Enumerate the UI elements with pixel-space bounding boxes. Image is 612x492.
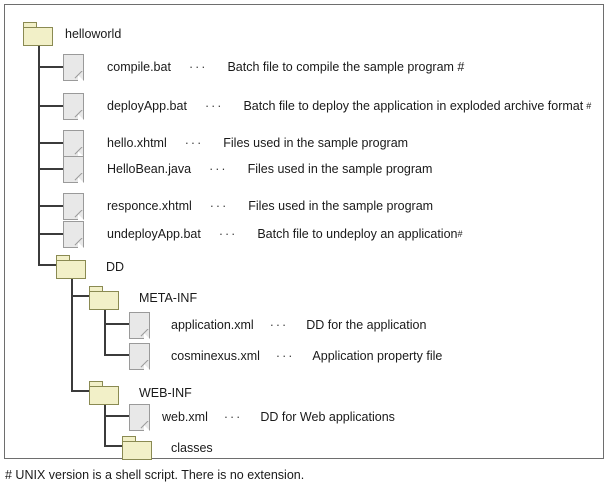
trunk-meta-inf [104,304,106,356]
node-separator: ··· [209,162,228,176]
file-icon [63,129,85,158]
elbow-compile-bat [38,66,63,68]
elbow-web-inf-folder [71,390,89,392]
diagram-frame: helloworld compile.bat ··· Batch file to… [4,4,604,460]
trunk-dd [71,273,73,391]
file-icon [63,155,85,184]
file-icon [63,92,85,121]
node-separator: ··· [269,318,289,332]
elbow-meta-inf-folder [71,295,89,297]
elbow-hellobean-java [38,168,63,170]
file-icon [63,220,85,249]
file-icon [129,311,151,340]
elbow-web-xml [104,415,129,417]
node-separator: ··· [209,199,229,213]
tree-node-deployapp-bat[interactable]: deployApp.bat ··· Batch file to deploy t… [63,91,591,121]
tree-node-web-inf[interactable]: WEB-INF [89,378,192,408]
node-description: Files used in the sample program [247,162,433,176]
node-label: WEB-INF [139,386,192,400]
node-label: HelloBean.java [107,162,192,176]
trunk-web-inf [104,399,106,447]
node-description: Application property file [312,349,443,363]
folder-icon [122,436,152,460]
file-icon [129,342,151,371]
footnote-marker: # [586,101,592,111]
file-icon [129,403,151,432]
node-description: Files used in the sample program [223,136,409,150]
elbow-dd-folder [38,264,56,266]
tree-node-dd[interactable]: DD [56,252,124,282]
tree-node-classes[interactable]: classes [122,433,213,463]
footnote-marker: # [457,229,463,239]
elbow-cosminexus-xml [104,354,129,356]
elbow-undeployapp-bat [38,233,63,235]
node-label: responce.xhtml [107,199,192,213]
folder-icon [89,286,119,310]
elbow-responce-xhtml [38,205,63,207]
elbow-classes-folder [104,445,122,447]
node-label: META-INF [139,291,198,305]
node-separator: ··· [275,349,295,363]
tree-node-undeployapp-bat[interactable]: undeployApp.bat ··· Batch file to undepl… [63,219,463,249]
footnote-text: # UNIX version is a shell script. There … [5,468,305,482]
elbow-hello-xhtml [38,142,63,144]
node-description: Batch file to deploy the application in … [243,99,584,113]
tree-node-hellobean-java[interactable]: HelloBean.java ··· Files used in the sam… [63,154,432,184]
node-separator: ··· [184,136,204,150]
node-description: DD for Web applications [260,410,395,424]
folder-icon [89,381,119,405]
node-separator: ··· [223,410,243,424]
node-description: DD for the application [306,318,427,332]
tree-node-hello-xhtml[interactable]: hello.xhtml ··· Files used in the sample… [63,128,408,158]
node-label: classes [171,441,213,455]
node-label: undeployApp.bat [107,227,201,241]
trunk-root [38,43,40,265]
tree-node-application-xml[interactable]: application.xml ··· DD for the applicati… [129,310,426,340]
tree-node-helloworld[interactable]: helloworld [23,19,121,49]
node-description: Files used in the sample program [248,199,434,213]
file-icon [63,53,85,82]
elbow-application-xml [104,323,129,325]
file-icon [63,192,85,221]
node-label: deployApp.bat [107,99,187,113]
node-label: cosminexus.xml [171,349,260,363]
tree-node-responce-xhtml[interactable]: responce.xhtml ··· Files used in the sam… [63,191,433,221]
node-label: helloworld [65,27,122,41]
node-separator: ··· [218,227,238,241]
node-separator: ··· [188,60,208,74]
tree-node-cosminexus-xml[interactable]: cosminexus.xml ··· Application property … [129,341,442,371]
node-label: hello.xhtml [107,136,167,150]
node-description: Batch file to undeploy an application [257,227,458,241]
tree-node-compile-bat[interactable]: compile.bat ··· Batch file to compile th… [63,52,464,82]
elbow-deployapp-bat [38,105,63,107]
folder-icon [56,255,86,279]
node-label: web.xml [162,410,208,424]
tree-node-meta-inf[interactable]: META-INF [89,283,197,313]
tree-node-web-xml[interactable]: web.xml ··· DD for Web applications [129,402,395,432]
node-separator: ··· [204,99,224,113]
directory-tree: helloworld compile.bat ··· Batch file to… [5,5,603,460]
node-description: Batch file to compile the sample program… [227,60,465,74]
node-label: application.xml [171,318,254,332]
node-label: compile.bat [107,60,171,74]
node-label: DD [106,260,125,274]
folder-icon [23,22,53,46]
